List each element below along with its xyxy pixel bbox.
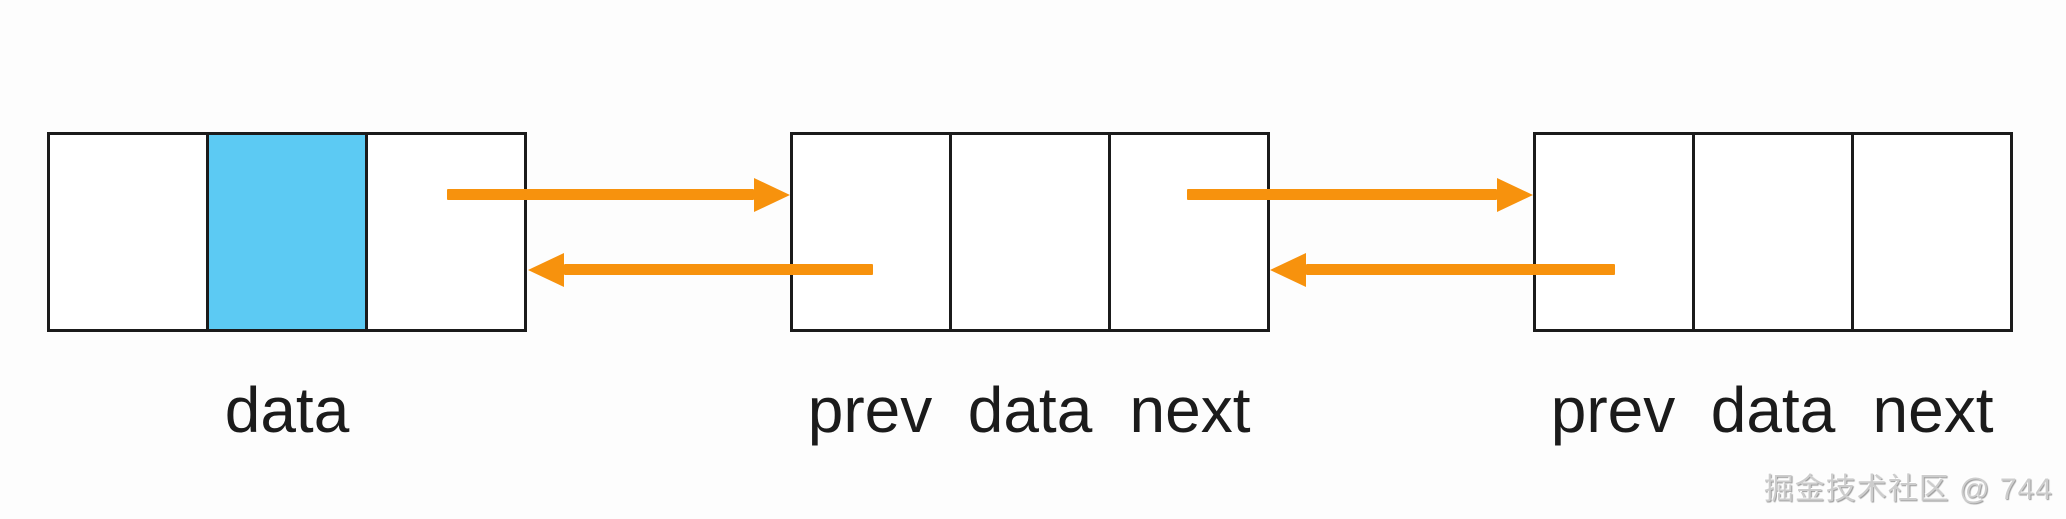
- list-node-head: [47, 132, 527, 332]
- middle-node-label-row: prev data next: [790, 378, 1270, 442]
- tail-prev-cell: [1536, 135, 1695, 329]
- prev-pointer-arrow-1-shaft: [564, 264, 873, 275]
- tail-next-cell: [1854, 135, 2010, 329]
- middle-data-cell: [952, 135, 1111, 329]
- head-prev-cell: [50, 135, 209, 329]
- head-next-cell: [368, 135, 524, 329]
- prev-pointer-arrow-1-head-icon: [528, 253, 564, 287]
- prev-pointer-arrow-2-shaft: [1306, 264, 1615, 275]
- next-pointer-arrow-2-shaft: [1187, 189, 1497, 200]
- prev-pointer-arrow-2-head-icon: [1270, 253, 1306, 287]
- head-node-data-label: data: [224, 374, 350, 446]
- head-data-cell: [209, 135, 368, 329]
- middle-next-cell: [1111, 135, 1267, 329]
- middle-prev-cell: [793, 135, 952, 329]
- middle-node-next-label: next: [1129, 374, 1251, 446]
- middle-node-data-label: data: [967, 374, 1093, 446]
- next-pointer-arrow-2-head-icon: [1497, 178, 1533, 212]
- middle-node-prev-label: prev: [807, 374, 933, 446]
- list-node-middle: [790, 132, 1270, 332]
- watermark: 掘金技术社区 @ 744: [1763, 473, 2053, 506]
- tail-node-data-label: data: [1710, 374, 1836, 446]
- next-pointer-arrow-1-head-icon: [754, 178, 790, 212]
- tail-data-cell: [1695, 135, 1854, 329]
- tail-node-prev-label: prev: [1550, 374, 1676, 446]
- tail-node-next-label: next: [1872, 374, 1994, 446]
- tail-node-label-row: prev data next: [1533, 378, 2013, 442]
- next-pointer-arrow-1-shaft: [447, 189, 754, 200]
- list-node-tail: [1533, 132, 2013, 332]
